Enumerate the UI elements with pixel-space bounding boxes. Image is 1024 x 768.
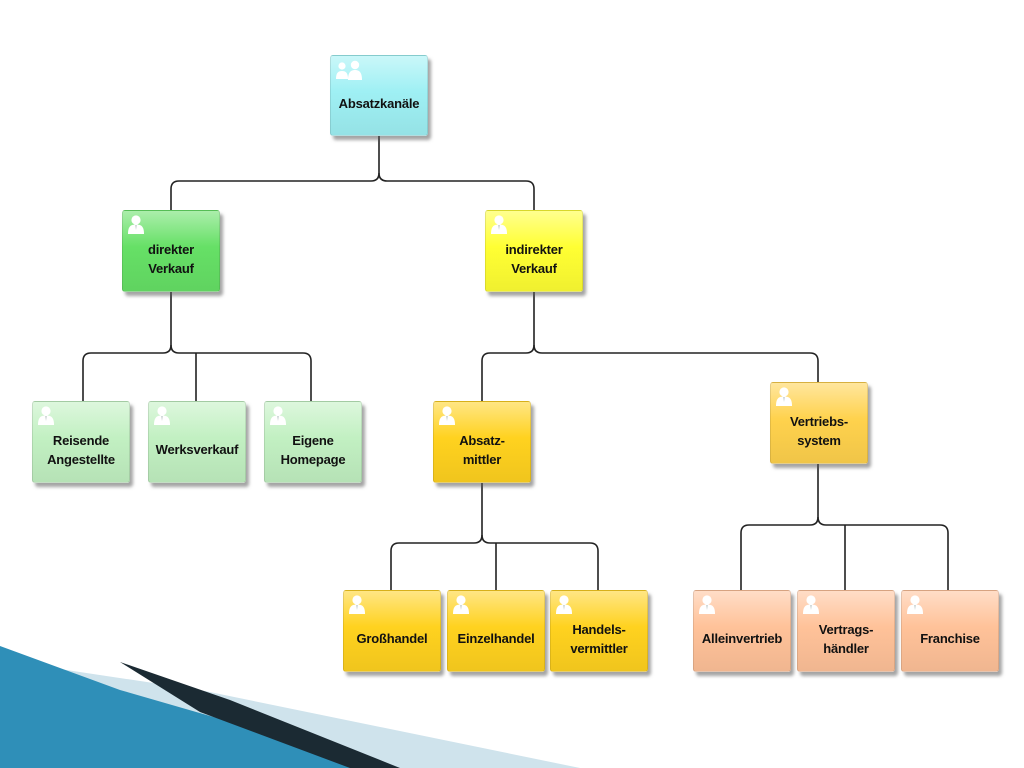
- node-indirekter-verkauf: indirekter Verkauf: [485, 210, 583, 292]
- person-icon: [438, 405, 456, 425]
- node-label: Absatzkanäle: [338, 95, 420, 111]
- person-icon: [452, 594, 470, 614]
- node-reisende-angestellte: Reisende Angestellte: [32, 401, 130, 483]
- node-label: Reisende Angestellte: [47, 432, 115, 468]
- group-people-icon: [335, 59, 363, 81]
- node-direkter-verkauf: direkter Verkauf: [122, 210, 220, 292]
- node-label: Handels- vermittler: [570, 621, 628, 657]
- node-alleinvertrieb: Alleinvertrieb: [693, 590, 791, 672]
- node-label: Eigene Homepage: [280, 432, 346, 468]
- person-icon: [775, 386, 793, 406]
- person-icon: [127, 214, 145, 234]
- person-icon: [348, 594, 366, 614]
- person-icon: [269, 405, 287, 425]
- node-absatzkanaele: Absatzkanäle: [330, 55, 428, 136]
- person-icon: [906, 594, 924, 614]
- node-label: Einzelhandel: [457, 631, 535, 647]
- person-icon: [698, 594, 716, 614]
- node-label: Absatz- mittler: [459, 432, 505, 468]
- node-handelsvermittler: Handels- vermittler: [550, 590, 648, 672]
- node-absatzmittler: Absatz- mittler: [433, 401, 531, 483]
- node-vertriebssystem: Vertriebs- system: [770, 382, 868, 464]
- node-label: Alleinvertrieb: [701, 631, 783, 647]
- node-grosshandel: Großhandel: [343, 590, 441, 672]
- person-icon: [153, 405, 171, 425]
- node-eigene-homepage: Eigene Homepage: [264, 401, 362, 483]
- node-label: Werksverkauf: [155, 442, 239, 458]
- node-label: indirekter Verkauf: [505, 241, 563, 277]
- node-vertragshaendler: Vertrags- händler: [797, 590, 895, 672]
- person-icon: [555, 594, 573, 614]
- person-icon: [802, 594, 820, 614]
- node-label: Vertrags- händler: [818, 621, 874, 657]
- node-label: direkter Verkauf: [147, 241, 195, 277]
- node-label: Großhandel: [356, 631, 428, 647]
- person-icon: [490, 214, 508, 234]
- node-werksverkauf: Werksverkauf: [148, 401, 246, 483]
- person-icon: [37, 405, 55, 425]
- node-label: Vertriebs- system: [790, 413, 848, 449]
- node-franchise: Franchise: [901, 590, 999, 672]
- node-einzelhandel: Einzelhandel: [447, 590, 545, 672]
- node-label: Franchise: [920, 631, 980, 647]
